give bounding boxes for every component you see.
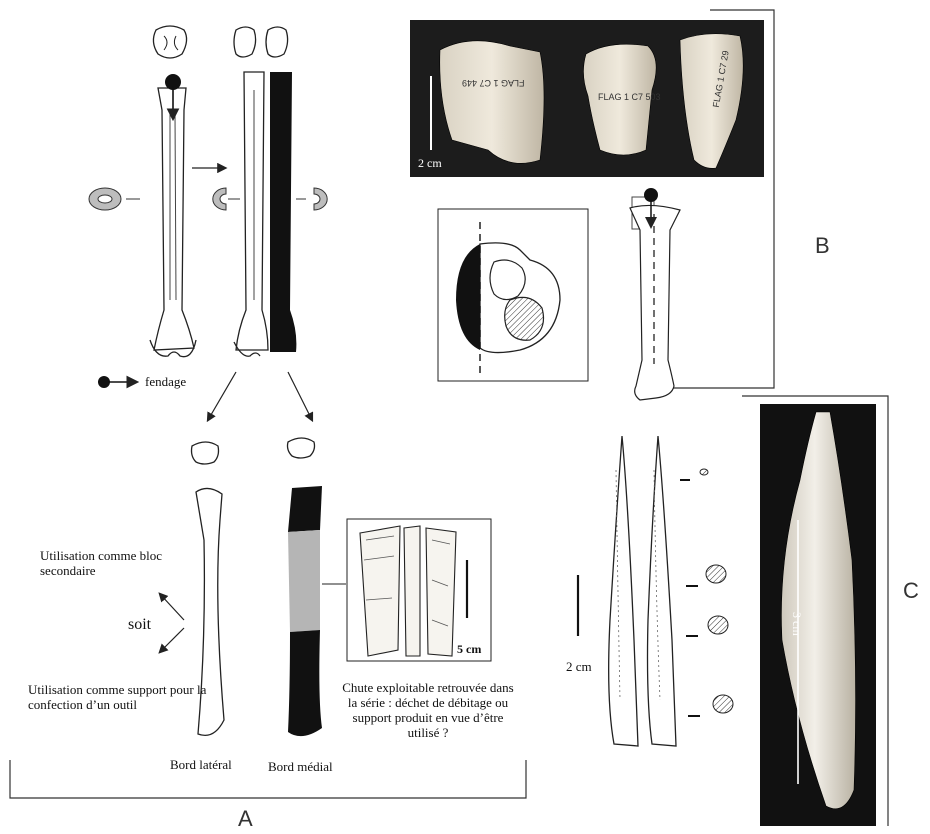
chute-caption: Chute exploitable retrouvée dans la séri… — [342, 680, 514, 740]
split-legend — [98, 376, 136, 388]
arrow-to-lateral — [208, 372, 236, 420]
whole-bone-epiphysis-top — [153, 26, 186, 58]
medial-edge-label: Bord médial — [268, 759, 333, 774]
split-legend-label: fendage — [145, 374, 186, 389]
medial-half-drawing — [270, 72, 296, 352]
awl-drawing-2 — [648, 436, 677, 746]
arrow-use-support — [160, 628, 184, 652]
awl-sections — [680, 469, 733, 716]
lateral-edge-label: Bord latéral — [170, 757, 232, 772]
inscription-1: FLAG 1 C7 449 — [462, 78, 525, 88]
panel-c-letter: C — [903, 578, 919, 604]
panel-c — [578, 396, 888, 826]
or-label: soit — [128, 616, 151, 634]
lateral-half-drawing — [234, 72, 268, 356]
arrow-to-medial — [288, 372, 312, 420]
split-epiphyses-top — [234, 27, 288, 57]
panel-b-letter: B — [815, 233, 830, 259]
scale-label-5cm: 5 cm — [457, 642, 481, 657]
arrow-use-block — [160, 594, 184, 620]
bone-outline-b — [630, 188, 680, 400]
medial-edge-drawing — [288, 438, 347, 736]
awl-drawing-1 — [609, 436, 638, 746]
chute-drawing-box — [347, 519, 491, 661]
cross-section-ring — [89, 188, 140, 210]
inscription-2: FLAG 1 C7 503 — [598, 92, 661, 102]
whole-metapodial-drawing — [150, 74, 196, 357]
use-block-label: Utilisation comme bloc secondaire — [40, 548, 170, 578]
scale-label-b: 2 cm — [418, 156, 442, 171]
panel-a-letter: A — [238, 806, 253, 832]
use-support-label: Utilisation comme support pour la confec… — [28, 682, 208, 712]
scale-label-c-photo: 3 cm — [789, 612, 804, 636]
scale-label-c-drawing: 2 cm — [566, 659, 592, 675]
section-diagram-box — [438, 209, 588, 381]
